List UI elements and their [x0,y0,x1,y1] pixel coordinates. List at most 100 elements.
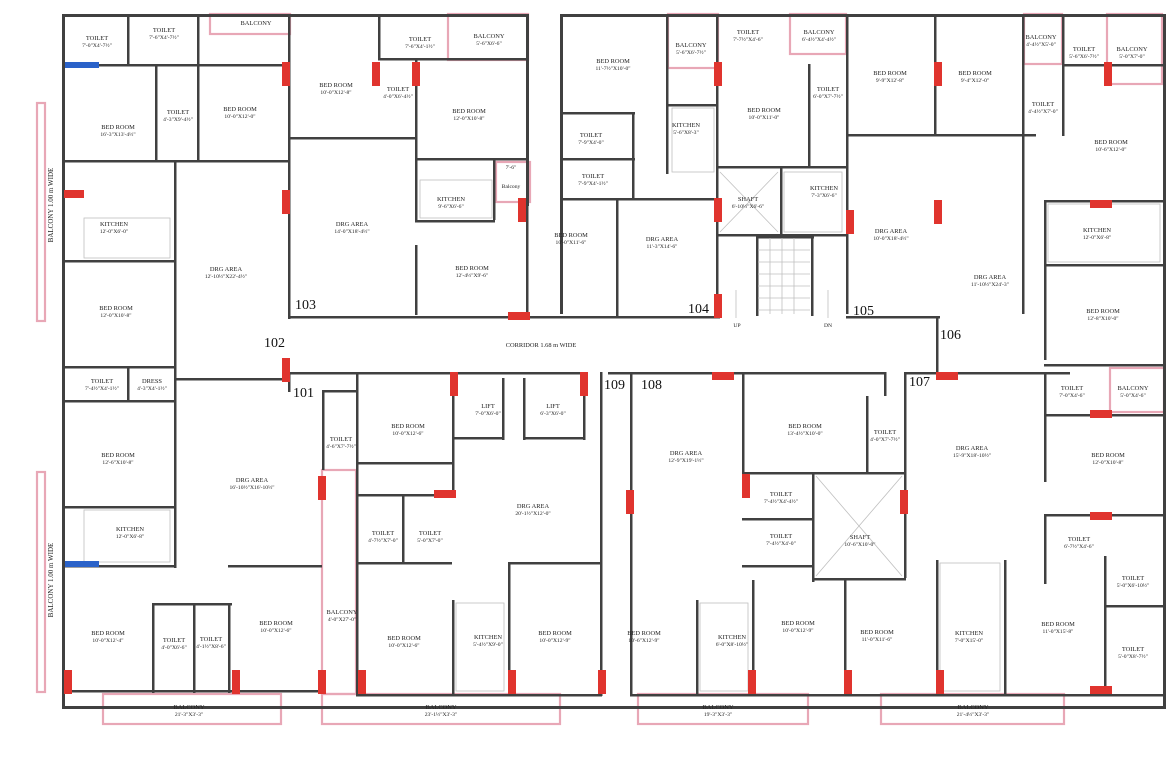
room-dimension: 12'-0"X6'-8" [116,534,144,540]
room-name: DRG AREA [956,445,989,452]
room-dimension: 11'-10½"X24'-3" [971,281,1009,288]
room-name: BED ROOM [747,107,781,114]
room-dimension: 4'-4½"X7'-0" [1028,108,1058,115]
room-name: BED ROOM [1091,452,1125,459]
side-balcony-label: BALCONY 1.00 m WIDE [47,168,55,243]
room-dimension: 4'-0"X6'-6" [161,645,187,651]
room-dimension: 4'-6"X7'-7½" [326,443,356,450]
room-name: BED ROOM [101,452,135,459]
room-name: TOILET [1122,575,1144,582]
room-name: BALCONY [703,704,734,711]
walls [62,14,1166,709]
room-name: TOILET [1061,385,1083,392]
room-name: TOILET [153,27,175,34]
flat-number: 103 [295,298,316,313]
room-dimension: 7'-4½"X4'-0" [766,540,796,547]
room-dimension: 10'-0"X11'-0" [749,115,780,121]
room-dimension: 10'-0"X12'-8" [320,90,351,96]
room-name: TOILET [1122,646,1144,653]
room-dimension: 12'-0"X6'-0" [100,229,128,235]
room-name: TOILET [1073,46,1095,53]
flat-number: 105 [853,304,874,319]
room-dimension: 11'-0"X11'-6" [862,637,893,643]
room-name: TOILET [409,36,431,43]
room-dimension: 7'-6"X4'-1½" [405,43,435,50]
room-name: TOILET [200,636,222,643]
room-name: BED ROOM [452,108,486,115]
room-dimension: 12'-6"X10'-8" [102,460,133,466]
room-dimension: 10'-0"X12'-6" [388,643,419,649]
room-name: TOILET [770,491,792,498]
room-name: BALCONY [958,704,989,711]
room-name: DRESS [142,378,162,385]
room-dimension: 7'-3"X6'-6" [811,193,837,199]
room-name: SHAFT [850,534,870,541]
room-dimension: 12'-4½"X9'-6" [456,272,489,279]
room-dimension: 16'-3"X13'-4½" [100,131,135,138]
room-dimension: 19'-3"X3'-3" [704,712,732,718]
room-name: SHAFT [738,196,758,203]
flat-number: 102 [264,336,285,351]
flat-number: 101 [293,386,314,401]
room-name: CORRIDOR 1.68 m WIDE [506,342,577,349]
room-name: TOILET [419,530,441,537]
room-name: DRG AREA [974,274,1007,281]
windows [64,62,1112,694]
room-name: BED ROOM [873,70,907,77]
room-dimension: 23'-1½"X3'-3" [425,711,458,718]
small-label: DN [824,323,832,329]
room-dimension: 12'-0"X6'-8" [1083,235,1111,241]
room-name: BALCONY [676,42,707,49]
room-dimension: 4'-4½"X5'-0" [1026,41,1056,48]
room-name: BALCONY [804,29,835,36]
room-name: TOILET [387,86,409,93]
room-dimension: 4'-0"X7'-7½" [870,436,900,443]
room-dimension: 4'-1½"X8'-6" [196,643,226,650]
room-dimension: 5'-6"X6'-6" [476,41,502,47]
small-label: UP [733,323,740,329]
room-name: BED ROOM [788,423,822,430]
room-dimension: 10'-0"X12'-9" [539,638,570,644]
room-name: TOILET [167,109,189,116]
room-dimension: 4'-3"X4'-1½" [137,385,167,392]
room-dimension: 10'-0"X12'-9" [782,628,813,634]
side-balcony-label: BALCONY 1.00 m WIDE [47,543,55,618]
flat-number: 109 [604,378,625,393]
room-name: BALCONY [1118,385,1149,392]
room-name: KITCHEN [474,634,502,641]
room-name: TOILET [163,637,185,644]
room-name: BED ROOM [627,630,661,637]
room-name: KITCHEN [718,634,746,641]
room-dimension: 7'-4½"X4'-4½" [764,498,798,505]
room-dimension: 12'-0"X10'-8" [1092,460,1123,466]
room-dimension: 20'-1½"X12'-0" [515,510,550,517]
room-name: TOILET [86,35,108,42]
room-name: BED ROOM [554,232,588,239]
room-dimension: 12'-10½"X22'-4½" [205,273,247,280]
flat-number: 107 [909,375,930,390]
room-name: KITCHEN [955,630,983,637]
room-dimension: 12'-8"X10'-0" [1087,316,1118,322]
room-name: TOILET [580,132,602,139]
room-dimension: 7'-9"X4'-1½" [578,180,608,187]
room-name: DRG AREA [336,221,369,228]
room-dimension: 6'-7½"X4'-6" [1064,543,1094,550]
room-name: TOILET [1032,101,1054,108]
room-name: TOILET [330,436,352,443]
room-name: BALCONY [426,704,457,711]
room-name: LIFT [481,403,495,410]
room-name: DRG AREA [236,477,269,484]
room-name: TOILET [817,86,839,93]
room-dimension: 4'-0"X27'-0" [328,617,356,623]
room-name: BED ROOM [387,635,421,642]
room-dimension: 7'-6"X4'-7½" [149,34,179,41]
room-dimension: 4'-7½"X7'-0" [368,537,398,544]
flat-number: 108 [641,378,662,393]
room-dimension: 7'-0"X4'-7½" [82,42,112,49]
room-dimension: 6'-10½"X6'-6" [732,203,765,210]
room-dimension: 13'-4½"X10'-0" [787,430,822,437]
room-name: TOILET [91,378,113,385]
room-name: BED ROOM [538,630,572,637]
room-dimension: 21'-3"X3'-3" [175,712,203,718]
